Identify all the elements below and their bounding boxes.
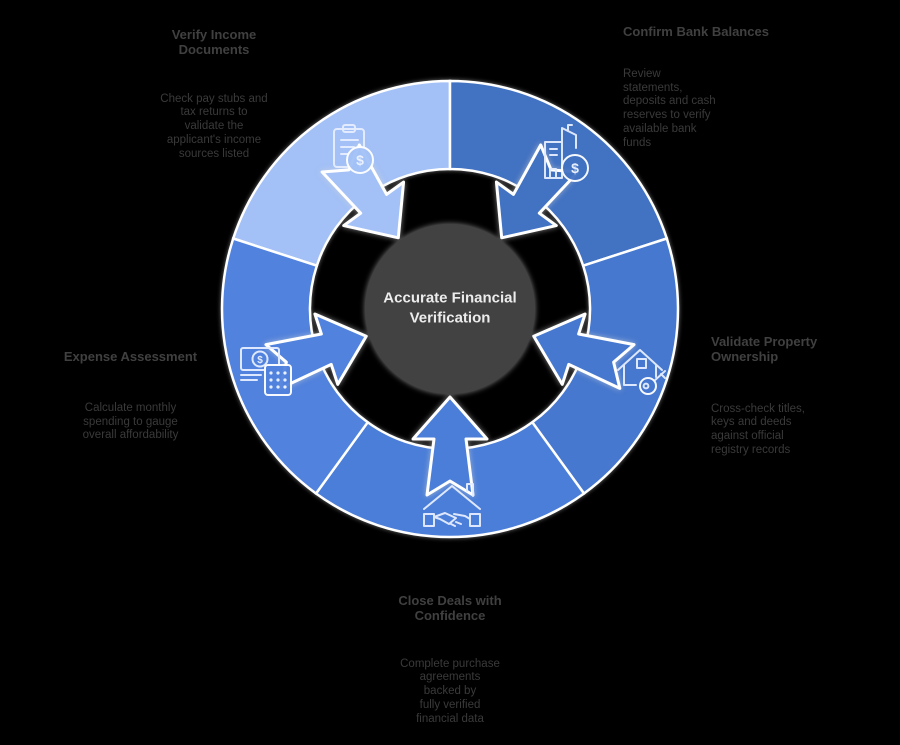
label-heading: Expense Assessment <box>63 349 198 364</box>
arrow-top-left-icon <box>320 143 406 240</box>
label-description: Review statements, deposits and cash res… <box>623 67 716 149</box>
label-description: Calculate monthly spending to gauge over… <box>82 401 179 442</box>
house-handshake-icon <box>423 483 481 527</box>
label-deal-closing: Close Deals with Confidence Complete pur… <box>372 576 528 745</box>
label-expense-assessment: Expense Assessment Calculate monthly spe… <box>53 332 208 461</box>
svg-text:$: $ <box>257 355 263 366</box>
label-description: Cross-check titles, keys and deeds again… <box>711 402 805 457</box>
svg-text:$: $ <box>356 152 364 168</box>
label-heading: Close Deals with Confidence <box>398 593 502 623</box>
clipboard-dollar-icon: $ <box>333 124 374 174</box>
label-description: Complete purchase agreements backed by f… <box>400 657 500 725</box>
label-description: Check pay stubs and tax returns to valid… <box>160 92 268 160</box>
label-heading: Confirm Bank Balances <box>623 24 769 39</box>
center-title: Accurate Financial Verification <box>383 289 517 327</box>
label-heading: Verify Income Documents <box>171 27 257 57</box>
cash-calculator-icon: $ <box>240 347 292 396</box>
center-circle <box>365 224 535 394</box>
infographic-canvas: $ $ <box>53 7 866 725</box>
label-property-ownership: Validate Property Ownership Cross-check … <box>711 317 866 476</box>
arrow-bottom-icon <box>411 395 489 497</box>
arrow-right-icon <box>532 312 636 390</box>
label-heading: Validate Property Ownership <box>711 334 818 364</box>
label-income-documents: Verify Income Documents Check pay stubs … <box>138 10 290 180</box>
cycle-diagram: $ $ <box>220 79 680 539</box>
inward-arrows <box>264 143 636 497</box>
label-bank-balances: Confirm Bank Balances Review statements,… <box>623 7 783 169</box>
building-dollar-icon: $ <box>544 124 589 182</box>
house-key-icon <box>617 349 666 395</box>
svg-text:$: $ <box>571 160 579 176</box>
